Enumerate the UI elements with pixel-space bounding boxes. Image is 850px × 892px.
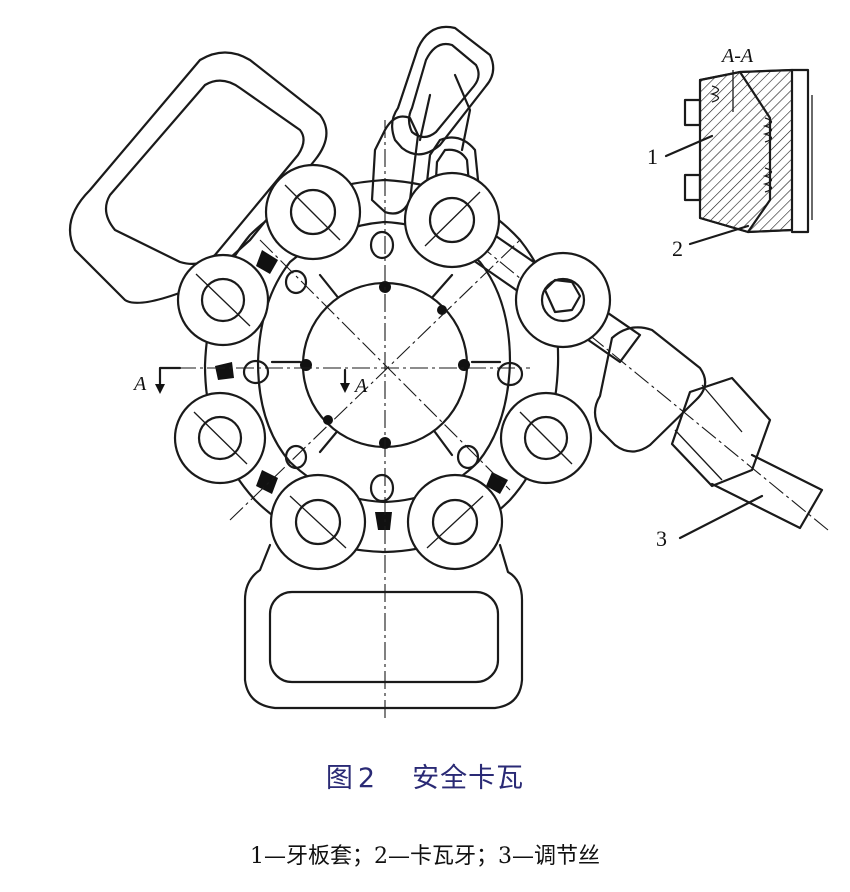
callout-2: 2 (672, 236, 683, 261)
rivet-eyes (242, 230, 524, 503)
roller-left-upper (176, 253, 270, 347)
roller-top-left (264, 163, 362, 261)
safety-clamp-drawing: A A A-A 1 2 3 (68, 25, 829, 722)
roller-left-lower (173, 391, 267, 485)
roller-bottom-right (406, 473, 504, 571)
section-markers: A A (132, 366, 368, 397)
section-detail: A-A 1 2 (647, 45, 813, 261)
caption-number: 2 (357, 763, 377, 794)
caption-title: 安全卡瓦 (412, 763, 525, 794)
roller-top-right (403, 171, 501, 269)
roller-right-lower (499, 391, 593, 485)
section-mark-left: A (132, 373, 147, 395)
bottom-handle (243, 543, 524, 710)
callout-3-leader: 3 (656, 494, 764, 551)
adjusting-screw (454, 224, 829, 531)
figure-legend: 1—牙板套；2—卡瓦牙；3—调节丝 (250, 844, 600, 869)
callout-3: 3 (656, 526, 667, 551)
section-mark-right: A (353, 375, 368, 397)
callout-1: 1 (647, 144, 658, 169)
section-label: A-A (720, 45, 754, 67)
roller-links (173, 163, 612, 571)
roller-right-upper (514, 251, 612, 349)
centerlines (178, 120, 530, 722)
roller-bottom-left (269, 473, 367, 571)
caption-prefix: 图 (325, 763, 354, 794)
